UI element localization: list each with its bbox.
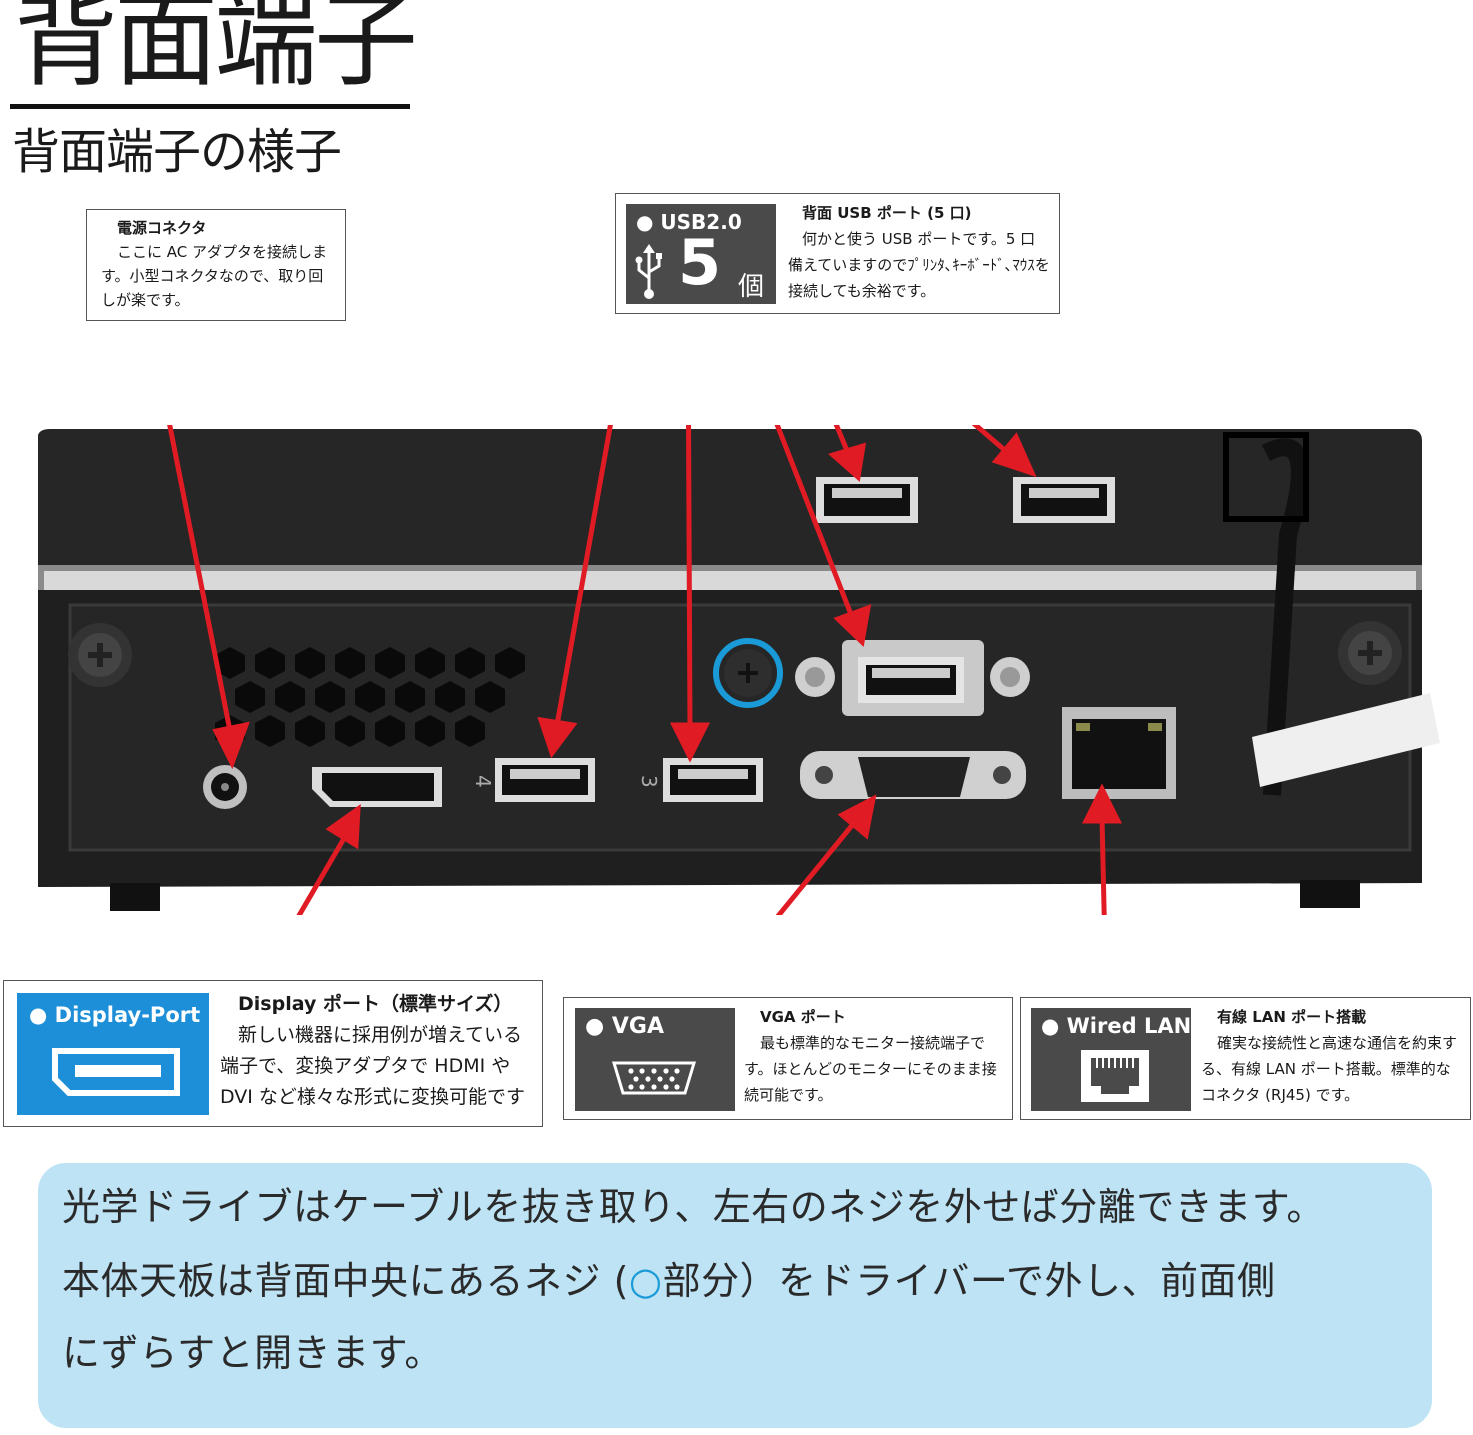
left-thumbscrew <box>68 623 132 687</box>
note-line-3: にずらすと開きます。 <box>62 1331 443 1375</box>
page-subtitle: 背面端子の様子 <box>12 124 342 180</box>
rj45-lan-port <box>1062 707 1176 799</box>
usb-title: 背面 USB ポート (5 口) <box>802 204 972 222</box>
displayport-text: 新しい機器に採用例が増えている端子で、変換アダプタで HDMI や DVI など… <box>220 1024 525 1108</box>
note-line-1: 光学ドライブはケーブルを抜き取り、左右のネジを外せば分離できます。 <box>62 1185 1325 1229</box>
rj45-port-icon <box>1079 1048 1151 1108</box>
displayport-badge-label: ● Display-Port <box>29 1003 201 1027</box>
dc-power-jack <box>203 765 247 809</box>
power-connector-callout: 電源コネクタ ここに AC アダプタを接続します。小型コネクタなので、取り回しが… <box>86 209 346 321</box>
vga-connector <box>800 751 1026 799</box>
title-underline <box>10 104 410 109</box>
page-title: 背面端子 <box>14 0 418 101</box>
usb-badge-label: ● USB2.0 <box>636 210 742 234</box>
vga-title: VGA ポート <box>760 1008 846 1026</box>
displayport-icon <box>51 1047 181 1101</box>
lan-badge-tile: ● Wired LAN <box>1031 1008 1191 1111</box>
usb-port-upper-center <box>842 640 984 716</box>
usb-port-3 <box>663 758 763 802</box>
usb-port-3-number: 3 <box>637 775 661 788</box>
ventilation-grille <box>215 647 525 747</box>
displayport-title: Display ポート（標準サイズ） <box>238 993 513 1015</box>
vga-badge-label: ● VGA <box>585 1014 664 1039</box>
displayport-callout: ● Display-Port Display ポート（標準サイズ） 新しい機器に… <box>3 980 543 1127</box>
screw-ring-marker: ○ <box>628 1259 663 1303</box>
device-rear-photo: 4 3 <box>38 425 1440 915</box>
vga-badge-tile: ● VGA <box>575 1008 735 1111</box>
right-thumbscrew <box>1338 621 1402 685</box>
power-connector-title: 電源コネクタ <box>117 219 207 237</box>
power-connector-text: ここに AC アダプタを接続します。小型コネクタなので、取り回しが楽です。 <box>101 243 328 309</box>
vga-port-icon <box>611 1060 697 1100</box>
displayport-badge-tile: ● Display-Port <box>17 993 209 1115</box>
usb-port-4-number: 4 <box>471 775 495 788</box>
usb-port-4 <box>495 758 595 802</box>
info-note-box: 光学ドライブはケーブルを抜き取り、左右のネジを外せば分離できます。 本体天板は背… <box>38 1163 1432 1428</box>
note-line-2-start: 本体天板は背面中央にあるネジ ( <box>62 1259 629 1303</box>
usb-port-top-right <box>1013 477 1115 523</box>
lan-title: 有線 LAN ポート搭載 <box>1217 1008 1367 1026</box>
displayport-connector <box>312 767 442 807</box>
lan-badge-label: ● Wired LAN <box>1041 1014 1192 1038</box>
usb-text: 何かと使う USB ポートです。5 口備えていますのでﾌﾟﾘﾝﾀ､ｷｰﾎﾞｰﾄﾞ… <box>788 230 1050 300</box>
callout-arrows <box>167 425 1123 915</box>
usb-port-top-left <box>816 477 918 523</box>
note-line-2-end: 部分）をドライバーで外し、前面側 <box>662 1259 1276 1303</box>
vga-callout: ● VGA VGA ポート 最も標準的なモニター接続端子です。ほとんどのモニター… <box>563 997 1013 1120</box>
usb-callout: ● USB2.0 5 個 背面 USB ポート (5 口) 何かと使う USB … <box>615 193 1060 314</box>
wired-lan-callout: ● Wired LAN 有線 LAN ポート搭載 確実な接続性と高速な通信を約束… <box>1020 997 1471 1120</box>
note-line-2: 本体天板は背面中央にあるネジ (○部分）をドライバーで外し、前面側 <box>62 1259 1276 1305</box>
top-cover-screw <box>713 638 783 708</box>
usb-count-unit: 個 <box>738 272 765 302</box>
usb-symbol-icon <box>634 244 664 304</box>
vga-text: 最も標準的なモニター接続端子です。ほとんどのモニターにそのまま接続可能です。 <box>744 1034 997 1104</box>
lan-text: 確実な接続性と高速な通信を約束する、有線 LAN ポート搭載。標準的なコネクタ … <box>1201 1034 1458 1104</box>
usb-count: 5 <box>678 226 722 299</box>
usb-badge-tile: ● USB2.0 5 個 <box>626 204 776 304</box>
